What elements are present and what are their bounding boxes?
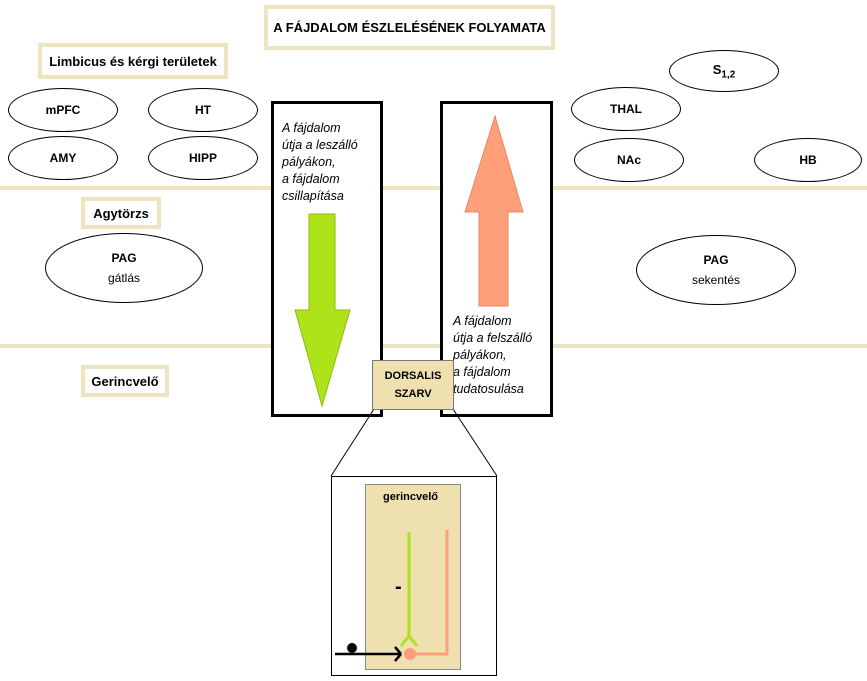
limbic-brainstem-divider xyxy=(0,186,867,190)
node-amy-label: AMY xyxy=(49,151,77,165)
node-amy: AMY xyxy=(8,136,118,180)
dorsal-horn-box: DORSALIS SZARV xyxy=(372,360,454,410)
ascending-line: útja a felszálló xyxy=(453,331,533,345)
node-hb: HB xyxy=(754,138,862,182)
node-thal: THAL xyxy=(571,87,681,131)
descending-line: A fájdalom xyxy=(282,121,341,135)
region-label-brainstem: Agytörzs xyxy=(81,197,161,229)
ascending-line: A fájdalom xyxy=(453,314,512,328)
node-pag-right-sub: sekentés xyxy=(691,273,741,287)
node-pag-left-sub: gátlás xyxy=(107,271,141,285)
node-s12-base: S xyxy=(712,61,722,77)
node-nac-label: NAc xyxy=(616,153,641,167)
ascending-line: pályákon, xyxy=(453,348,507,362)
ascending-pathway-text: A fájdalom útja a felszálló pályákon, a … xyxy=(453,313,532,398)
node-nac: NAc xyxy=(574,138,684,182)
node-s12-label: S1,2 xyxy=(713,62,736,81)
dorsal-horn-line1: DORSALIS xyxy=(384,370,442,382)
node-s12: S1,2 xyxy=(669,50,779,92)
region-label-spinal: Gerincvelő xyxy=(81,365,169,397)
brainstem-spinal-divider xyxy=(0,344,867,348)
descending-line: a fájdalom xyxy=(282,172,340,186)
descending-arrow xyxy=(294,213,351,408)
descending-line: csillapítása xyxy=(282,189,344,203)
ascending-arrow xyxy=(464,114,524,307)
node-mpfc: mPFC xyxy=(8,88,118,132)
dorsal-horn-line2: SZARV xyxy=(394,388,432,400)
region-label-limbic: Limbicus és kérgi területek xyxy=(38,43,228,79)
inhibition-minus-sign: - xyxy=(395,576,402,598)
node-pag-left: PAG gátlás xyxy=(45,233,203,303)
node-ht: HT xyxy=(148,88,258,132)
node-s12-sub: 1,2 xyxy=(721,69,736,81)
node-hipp-label: HIPP xyxy=(188,151,217,165)
node-hb-label: HB xyxy=(799,153,817,167)
ascending-line: tudatosulása xyxy=(453,382,524,396)
node-thal-label: THAL xyxy=(610,102,642,116)
descending-line: pályákon, xyxy=(282,155,336,169)
diagram-title: A FÁJDALOM ÉSZLELÉSÉNEK FOLYAMATA xyxy=(264,5,555,50)
node-pag-right: PAG sekentés xyxy=(636,235,796,305)
descending-line: útja a leszálló xyxy=(282,138,358,152)
inset-circuit xyxy=(335,530,449,662)
node-pag-right-label: PAG xyxy=(703,253,729,267)
node-hipp: HIPP xyxy=(148,136,258,180)
inset-label: gerincvelő xyxy=(383,491,439,503)
descending-pathway-text: A fájdalom útja a leszálló pályákon, a f… xyxy=(282,120,358,205)
node-mpfc-label: mPFC xyxy=(45,103,81,117)
node-pag-left-label: PAG xyxy=(111,251,137,265)
ascending-line: a fájdalom xyxy=(453,365,511,379)
node-ht-label: HT xyxy=(195,103,211,117)
